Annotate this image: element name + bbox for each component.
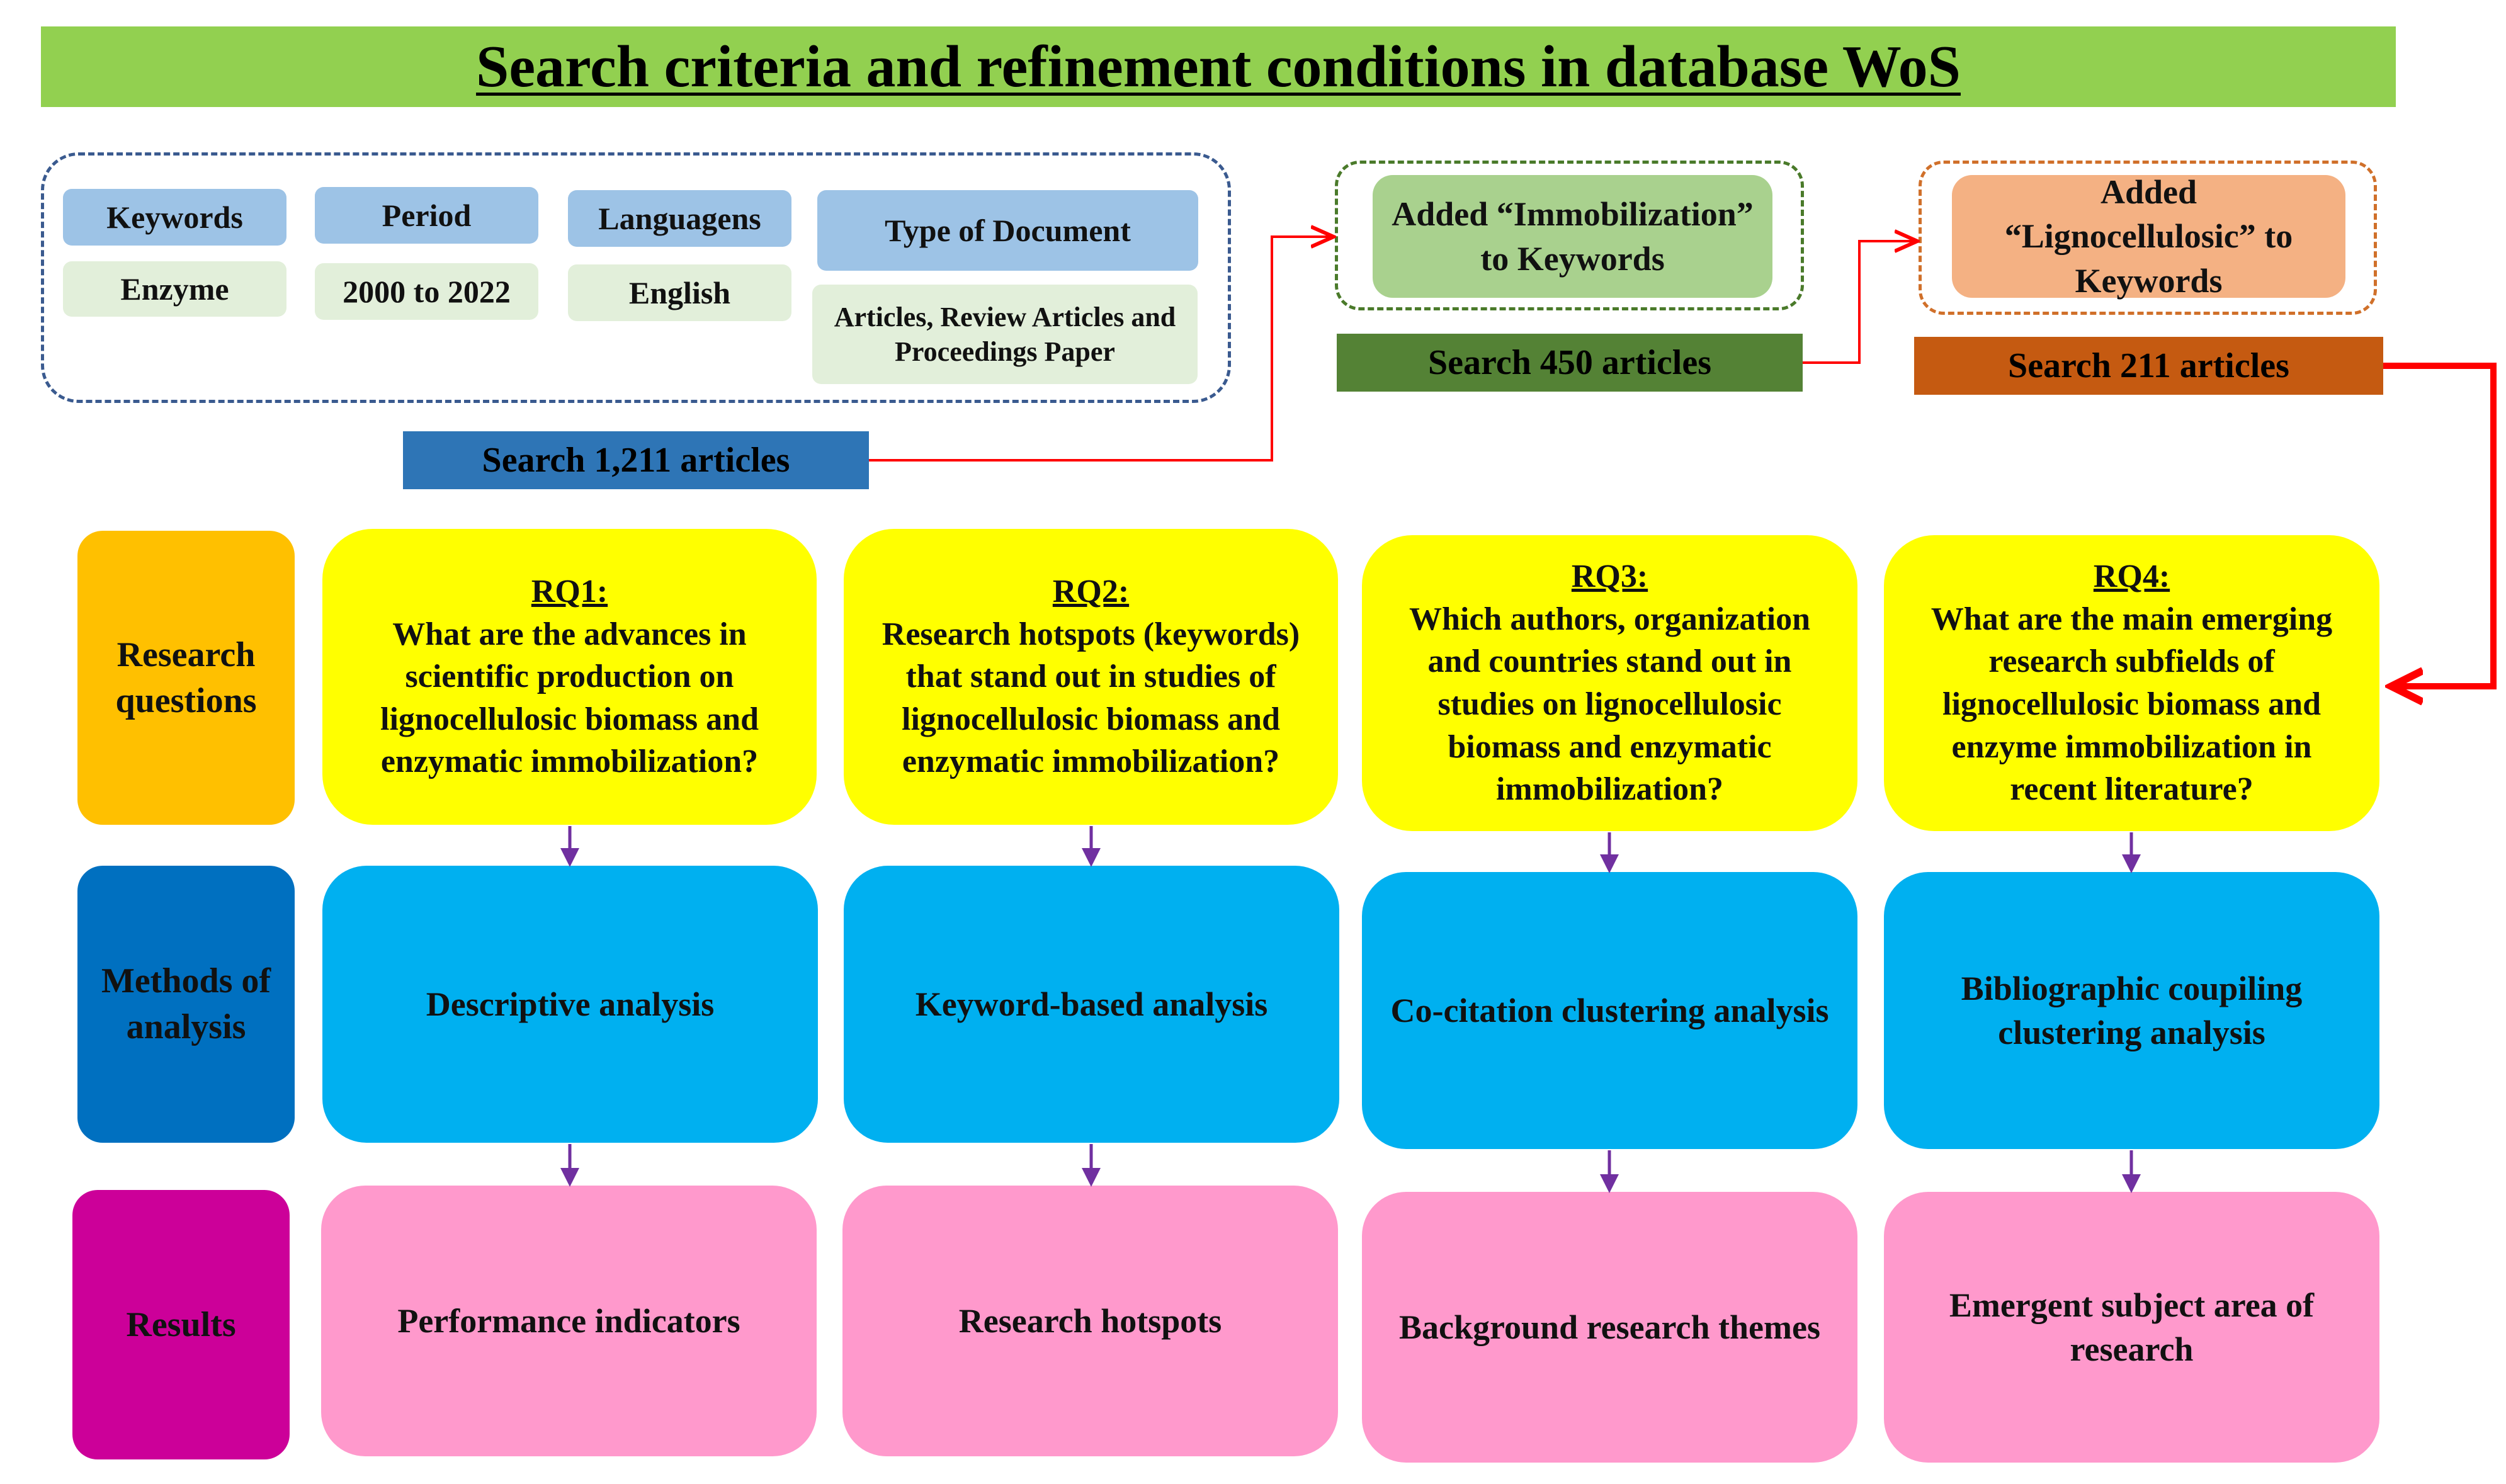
criteria-value-languages: English <box>568 264 791 321</box>
result-3-box: Background research themes <box>1362 1192 1857 1463</box>
added-immobilization-box: Added “Immobilization” to Keywords <box>1373 175 1772 298</box>
label-methods-of-analysis: Methods of analysis <box>77 866 295 1143</box>
rq4-text: What are the main emerging research subf… <box>1931 601 2333 808</box>
method-3-box: Co-citation clustering analysis <box>1362 872 1857 1149</box>
rq2-box: RQ2: Research hotspots (keywords) that s… <box>844 529 1338 825</box>
diagram-title: Search criteria and refinement condition… <box>476 34 1961 99</box>
immobilization-refinement-group <box>1335 161 1804 310</box>
connector-search3-to-rq4 <box>2383 363 2497 686</box>
criteria-header-keywords: Keywords <box>63 189 286 246</box>
method-1-box: Descriptive analysis <box>322 866 818 1143</box>
rq4-number: RQ4: <box>2093 558 2170 595</box>
rq2-number: RQ2: <box>1052 574 1130 610</box>
search-result-2: Search 450 articles <box>1337 334 1803 392</box>
lignocellulosic-refinement-group <box>1919 161 2377 315</box>
method-2-box: Keyword-based analysis <box>844 866 1339 1143</box>
rq1-box: RQ1: What are the advances in scientific… <box>322 529 817 825</box>
criteria-value-document-type: Articles, Review Articles and Proceeding… <box>812 285 1198 384</box>
rq3-box: RQ3: Which authors, organization and cou… <box>1362 535 1857 831</box>
connector-search1-to-immobilization <box>869 237 1334 462</box>
criteria-header-period: Period <box>315 187 538 244</box>
search-result-1: Search 1,211 articles <box>403 431 869 489</box>
rq3-text: Which authors, organization and countrie… <box>1409 601 1811 808</box>
result-1-box: Performance indicators <box>321 1186 817 1456</box>
method-4-box: Bibliographic coupiling clustering analy… <box>1884 872 2379 1149</box>
rq1-number: RQ1: <box>531 574 608 610</box>
label-research-questions: Research questions <box>77 531 295 825</box>
rq3-number: RQ3: <box>1571 558 1648 595</box>
criteria-header-languages: Languagens <box>568 190 791 247</box>
rq1-text: What are the advances in scientific prod… <box>380 616 759 780</box>
rq2-text: Research hotspots (keywords) that stand … <box>882 616 1300 780</box>
label-results: Results <box>72 1190 290 1459</box>
added-lignocellulosic-box: Added “Lignocellulosic” to Keywords <box>1952 173 2345 300</box>
criteria-value-keywords: Enzyme <box>63 261 286 317</box>
rq4-box: RQ4: What are the main emerging research… <box>1884 535 2379 831</box>
search-criteria-group <box>41 152 1231 403</box>
search-result-3: Search 211 articles <box>1914 337 2383 395</box>
criteria-header-document-type: Type of Document <box>817 190 1198 271</box>
result-4-box: Emergent subject area of research <box>1884 1192 2379 1463</box>
criteria-value-period: 2000 to 2022 <box>315 263 538 320</box>
title-bar: Search criteria and refinement condition… <box>41 26 2396 107</box>
result-2-box: Research hotspots <box>842 1186 1338 1456</box>
connector-search2-to-lignocellulosic <box>1803 241 1917 364</box>
